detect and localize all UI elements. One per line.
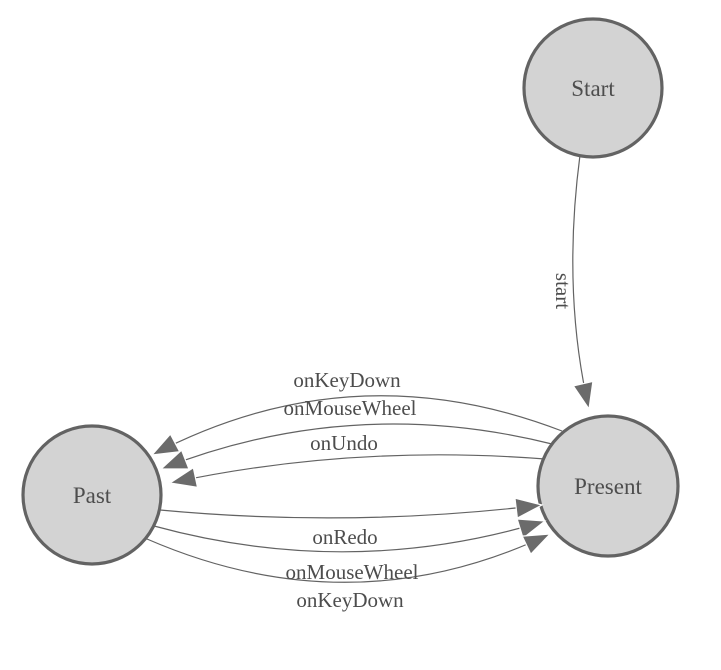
edge-start-to-present	[572, 154, 594, 411]
state-circle-past[interactable]	[21, 424, 163, 566]
state-circle-start[interactable]	[522, 17, 664, 159]
edge-label-onkeydown-top: onKeyDown	[293, 368, 401, 392]
state-label-present: Present	[574, 474, 642, 499]
edge-label-onmousewheel-bottom: onMouseWheel	[286, 560, 419, 584]
edge-label-start: start	[551, 273, 575, 309]
state-node-start[interactable]: Start	[522, 17, 664, 159]
edges	[146, 154, 594, 583]
edge-labels: start onKeyDown onMouseWheel onUndo onRe…	[284, 273, 575, 612]
edge-past-to-present-onredo	[159, 497, 544, 519]
edge-present-to-past-onundo	[168, 454, 546, 489]
state-label-start: Start	[571, 76, 615, 101]
edge-label-onundo: onUndo	[310, 431, 378, 455]
edge-label-onmousewheel-top: onMouseWheel	[284, 396, 417, 420]
edge-label-onredo: onRedo	[312, 525, 377, 549]
edge-past-to-present-onkeydown	[146, 533, 552, 583]
edge-label-onkeydown-bottom: onKeyDown	[296, 588, 404, 612]
state-node-present[interactable]: Present	[536, 414, 680, 558]
state-node-past[interactable]: Past	[21, 424, 163, 566]
edge-present-to-past-onkeydown	[150, 395, 563, 456]
state-label-past: Past	[73, 483, 112, 508]
state-circle-present[interactable]	[536, 414, 680, 558]
edge-present-to-past-onmousewheel	[159, 423, 553, 470]
edge-past-to-present-onmousewheel	[153, 518, 547, 553]
